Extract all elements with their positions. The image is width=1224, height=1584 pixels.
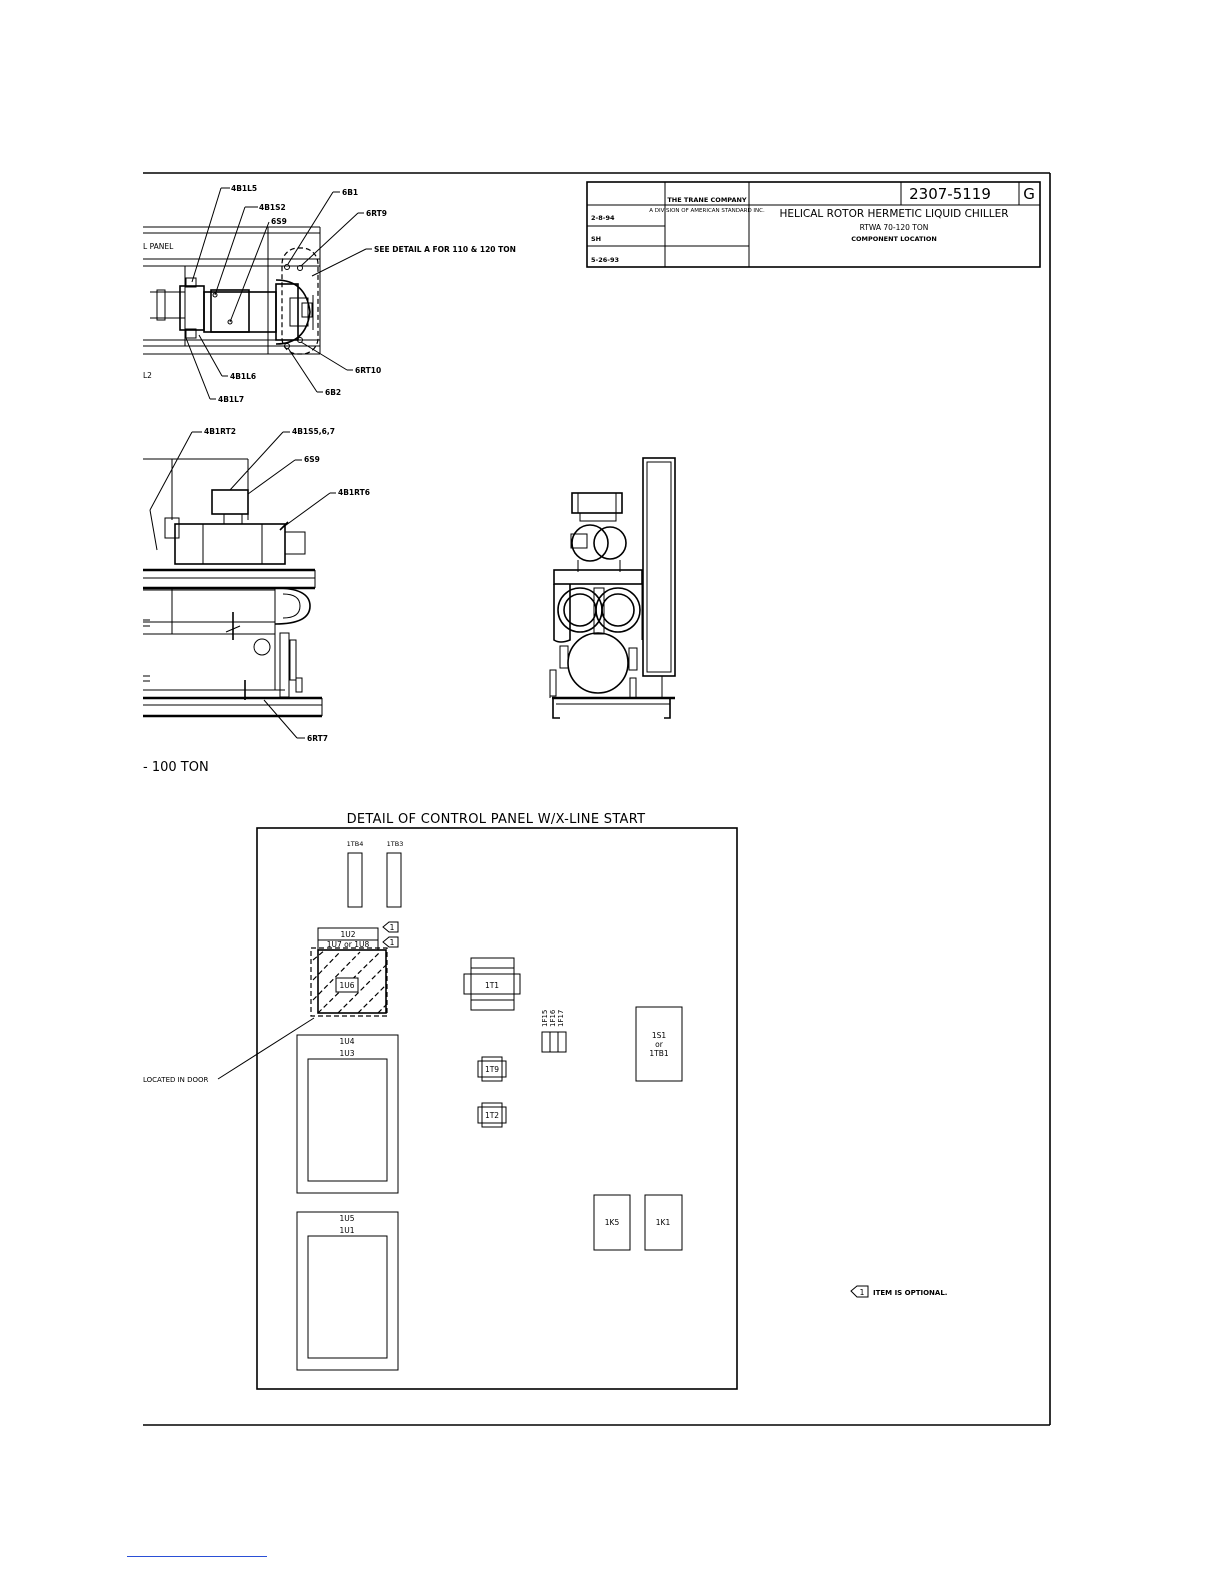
callout-4b1s567: 4B1S5,6,7: [292, 427, 335, 436]
contactor-1k5: 1K5: [593, 1194, 631, 1251]
label-1u5: 1U5: [339, 1214, 354, 1223]
drawing-title: HELICAL ROTOR HERMETIC LIQUID CHILLER: [779, 208, 1008, 220]
callout-detail-a-note: SEE DETAIL A FOR 110 & 120 TON: [374, 245, 516, 254]
svg-text:1K5: 1K5: [605, 1218, 620, 1227]
svg-text:1: 1: [390, 923, 395, 932]
terminal-1tb3: [386, 852, 402, 908]
module-1u5-1u1: 1U5 1U1: [296, 1211, 399, 1371]
revision-letter: G: [1023, 185, 1035, 203]
svg-text:1T9: 1T9: [485, 1065, 499, 1074]
module-1u4-1u3: 1U4 1U3: [296, 1034, 399, 1194]
callout-6rt10: 6RT10: [355, 366, 381, 375]
svg-text:1T2: 1T2: [485, 1111, 499, 1120]
date-1: 2-8-94: [591, 214, 615, 222]
label-1tb4: 1TB4: [347, 840, 364, 848]
footer-underline: [127, 1556, 267, 1557]
optional-flag-1u2: 1: [382, 921, 399, 933]
callout-4b1rt2: 4B1RT2: [204, 427, 236, 436]
svg-text:1K1: 1K1: [656, 1218, 671, 1227]
label-1f15: 1F15: [541, 1010, 549, 1027]
callout-4b1l6: 4B1L6: [230, 372, 256, 381]
title-block: THE TRANE COMPANY A DIVISION OF AMERICAN…: [586, 181, 1041, 268]
drawn-by: SH: [591, 235, 601, 243]
callout-4b1s2: 4B1S2: [259, 203, 286, 212]
hatch-pattern: [312, 949, 387, 1014]
drawing-number: 2307-5119: [909, 185, 991, 203]
label-1u6: 1U6: [339, 981, 354, 990]
callout-4b1l7: 4B1L7: [218, 395, 244, 404]
sheet-border: [143, 172, 1051, 1426]
svg-text:1T1: 1T1: [485, 981, 499, 990]
label-1tb3: 1TB3: [387, 840, 404, 848]
svg-text:or: or: [655, 1040, 664, 1049]
callout-6rt9: 6RT9: [366, 209, 387, 218]
end-view: [549, 457, 676, 719]
control-panel-title: DETAIL OF CONTROL PANEL W/X-LINE START: [347, 812, 646, 827]
label-1u7-1u8: 1U7 or 1U8: [327, 940, 370, 949]
label-1f16: 1F16: [549, 1009, 557, 1027]
callout-6s9-side: 6S9: [304, 455, 320, 464]
svg-text:1: 1: [860, 1288, 865, 1297]
legend-text: ITEM IS OPTIONAL.: [873, 1289, 947, 1297]
door-note: LOCATED IN DOOR: [143, 1076, 209, 1084]
date-2: 5-26-93: [591, 256, 619, 264]
top-view: L PANEL L2 4B1L5 4B1S2 6S9 6B1 6RT9 SEE …: [143, 184, 516, 404]
transformer-1t1: 1T1: [463, 957, 521, 1011]
control-panel-outline: [256, 827, 738, 1390]
terminal-1tb4: [347, 852, 363, 908]
company-division: A DIVISION OF AMERICAN STANDARD INC.: [649, 208, 765, 214]
drawing-model: RTWA 70-120 TON: [860, 223, 929, 232]
side-view: 4B1RT2 4B1S5,6,7 6S9 4B1RT6 6RT7 - 100 T…: [143, 427, 370, 775]
transformer-1t9: 1T9: [477, 1056, 507, 1082]
switch-1s1: 1S1 or 1TB1: [635, 1006, 683, 1082]
callout-4b1l5: 4B1L5: [231, 184, 257, 193]
optional-legend: 1 ITEM IS OPTIONAL.: [850, 1285, 947, 1298]
control-panel-detail: DETAIL OF CONTROL PANEL W/X-LINE START 1…: [143, 812, 738, 1390]
contactor-1k1: 1K1: [644, 1194, 683, 1251]
side-view-caption: - 100 TON: [143, 760, 209, 775]
module-1u6: [335, 977, 359, 993]
optional-flag-icon: [850, 1285, 869, 1298]
callout-6b2: 6B2: [325, 388, 341, 397]
label-1u4: 1U4: [339, 1037, 354, 1046]
left-label-l2: L2: [143, 371, 152, 380]
callout-6b1: 6B1: [342, 188, 358, 197]
label-1u1: 1U1: [339, 1226, 354, 1235]
svg-text:1S1: 1S1: [652, 1031, 667, 1040]
label-1f17: 1F17: [557, 1010, 565, 1027]
optional-flag-1u7: 1: [382, 936, 399, 948]
callout-4b1rt6: 4B1RT6: [338, 488, 370, 497]
transformer-1t2: 1T2: [477, 1102, 507, 1128]
svg-text:1TB1: 1TB1: [649, 1049, 668, 1058]
label-1u3: 1U3: [339, 1049, 354, 1058]
fuse-block: 1F15 1F16 1F17: [541, 1009, 567, 1053]
label-1u2: 1U2: [340, 930, 355, 939]
drawing-subtitle: COMPONENT LOCATION: [851, 235, 937, 243]
callout-6s9-top: 6S9: [271, 217, 287, 226]
panel-label: L PANEL: [143, 242, 174, 251]
svg-text:1: 1: [390, 938, 395, 947]
callout-6rt7: 6RT7: [307, 734, 328, 743]
company-name: THE TRANE COMPANY: [667, 196, 747, 204]
